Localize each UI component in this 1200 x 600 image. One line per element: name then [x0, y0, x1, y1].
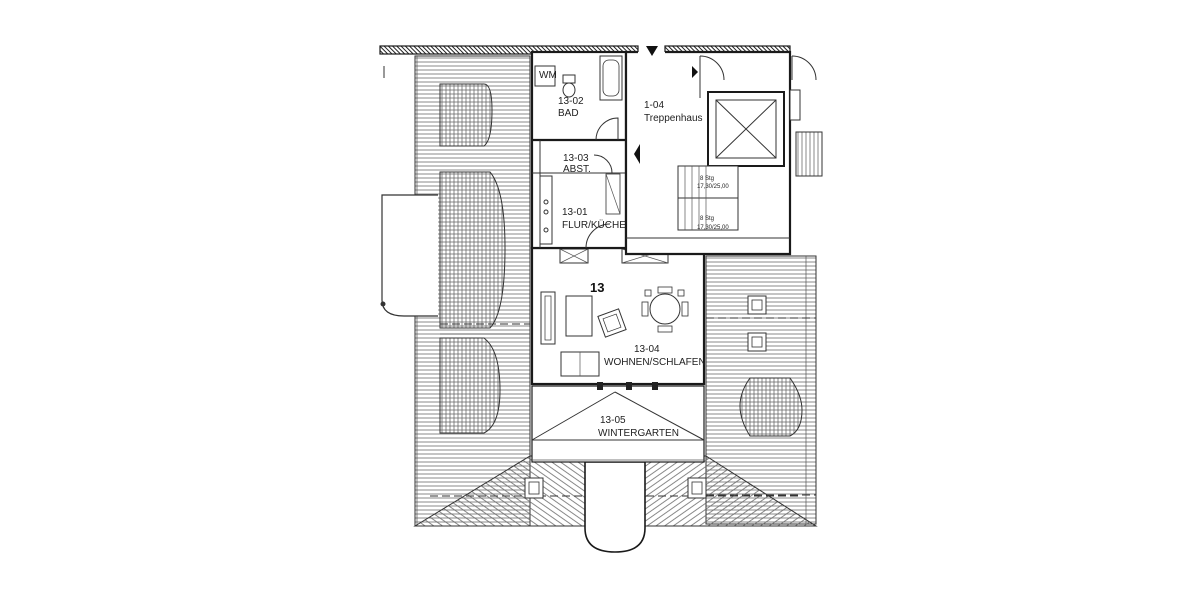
right-window: [789, 89, 823, 177]
sofa: [540, 291, 556, 345]
wintergarten-number: 13-05: [600, 415, 626, 426]
bottom-roof-window-2: [687, 477, 707, 499]
wintergarten-name: WINTERGARTEN: [598, 428, 679, 439]
abst-door: [593, 154, 613, 174]
left-balcony: [380, 194, 438, 317]
dining-table: [641, 286, 689, 333]
right-roof-window-2: [747, 332, 767, 352]
stair-flights: [677, 165, 739, 231]
bottom-balcony: [584, 461, 646, 553]
flur-name: FLUR/KÜCHE: [562, 219, 626, 231]
stair-steps-1: 8 Stg: [700, 176, 714, 182]
left-dormer-3: [439, 337, 501, 434]
left-dormer-1: [439, 83, 493, 147]
bed: [560, 351, 600, 377]
stair-dims-1: 17,30/25,00: [697, 184, 729, 190]
bath-door: [595, 117, 619, 141]
left-dormer-2: [439, 171, 506, 329]
arrow-icon: [692, 66, 698, 78]
arrow-icon: [634, 144, 640, 164]
bottom-roof-window-1: [524, 477, 544, 499]
wohnen-number: 13-04: [634, 344, 660, 355]
treppenhaus-number: 1-04: [644, 100, 664, 111]
wohnen-name: WOHNEN/SCHLAFEN: [604, 357, 706, 368]
flur-door: [585, 173, 621, 249]
right-dormer: [739, 377, 803, 437]
bad-number: 13-02: [558, 96, 584, 107]
abst-name: ABST.: [563, 164, 591, 175]
wintergarten-area: [531, 385, 705, 463]
toilet: [562, 74, 576, 98]
abst-number: 13-03: [563, 153, 589, 164]
coffee-table: [565, 295, 593, 337]
wm-label: WM: [539, 70, 557, 81]
right-roof-window-1: [747, 295, 767, 315]
flur-number: 13-01: [562, 207, 588, 218]
bathtub: [599, 55, 623, 101]
unit-number: 13: [590, 280, 604, 295]
washing-machine: [534, 65, 556, 87]
arrow-icon: [646, 46, 658, 56]
stair-steps-2: 8 Stg: [700, 216, 714, 222]
kitchen-counter: [539, 175, 553, 245]
stair-dims-2: 17,30/25,00: [697, 225, 729, 231]
armchair: [597, 308, 627, 338]
elevator-shaft: [707, 91, 785, 167]
treppenhaus-name: Treppenhaus: [644, 113, 703, 124]
bad-name: BAD: [558, 108, 579, 119]
